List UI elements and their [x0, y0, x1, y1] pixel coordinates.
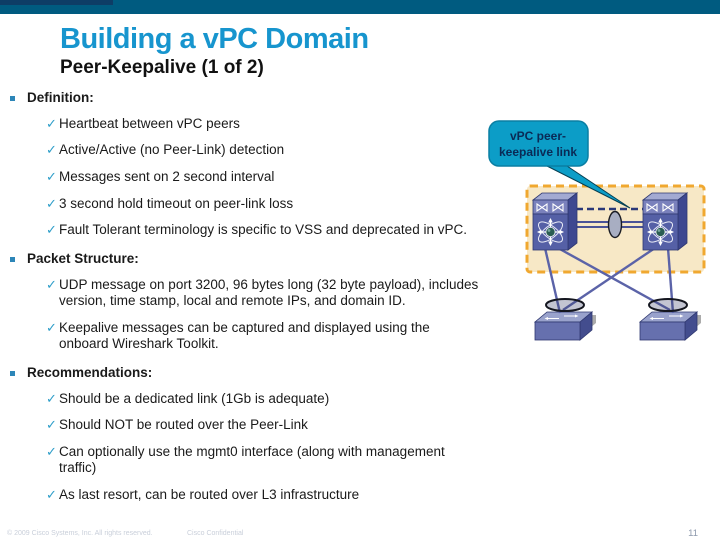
- access-switch-left-icon: [534, 311, 597, 341]
- square-bullet-icon: [10, 256, 15, 262]
- list-item: ✓Messages sent on 2 second interval: [46, 168, 275, 184]
- check-icon: ✓: [46, 142, 57, 158]
- slide-footer: © 2009 Cisco Systems, Inc. All rights re…: [0, 528, 720, 540]
- copyright-text: © 2009 Cisco Systems, Inc. All rights re…: [7, 530, 153, 537]
- page-number: 11: [688, 528, 698, 539]
- callout-text-line1: vPC peer-: [510, 129, 566, 143]
- slide-subtitle: Peer-Keepalive (1 of 2): [60, 56, 264, 78]
- check-icon: ✓: [46, 444, 57, 460]
- peer-link-port-channel-ellipse: [607, 210, 623, 239]
- vpc-diagram-svg: vPC peer- keepalive link: [488, 120, 706, 341]
- vpc-member-links: [543, 246, 675, 314]
- section-heading-definition: Definition:: [10, 90, 515, 105]
- callout-text-line2: keepalive link: [499, 145, 577, 159]
- list-item: ✓As last resort, can be routed over L3 i…: [46, 486, 360, 502]
- check-icon: ✓: [46, 417, 57, 433]
- check-icon: ✓: [46, 115, 57, 131]
- top-bar-accent: [0, 0, 113, 5]
- section-heading-recommendations: Recommendations:: [10, 365, 515, 380]
- callout-bubble: [488, 120, 589, 167]
- section-heading-packet-structure: Packet Structure:: [10, 251, 515, 266]
- square-bullet-icon: [10, 95, 15, 101]
- access-switch-right-icon: [639, 311, 702, 341]
- list-item: ✓Keepalive messages can be captured and …: [46, 319, 430, 351]
- list-item: ✓UDP message on port 3200, 96 bytes long…: [46, 276, 479, 309]
- port-channel-ellipse-left: [545, 298, 585, 312]
- check-icon: ✓: [46, 486, 57, 502]
- check-icon: ✓: [46, 168, 57, 184]
- vpc-peer-switch-right-icon: [642, 192, 688, 251]
- section-heading-label: Packet Structure:: [27, 251, 139, 267]
- port-channel-ellipse-right: [648, 298, 688, 312]
- top-bar: [0, 0, 720, 14]
- list-item: ✓Should be a dedicated link (1Gb is adeq…: [46, 390, 330, 406]
- bullet-content: Definition: ✓Heartbeat between vPC peers…: [0, 90, 515, 514]
- list-item: ✓Heartbeat between vPC peers: [46, 115, 240, 131]
- vpc-domain-diagram: vPC peer- keepalive link: [480, 110, 720, 360]
- list-item: ✓Fault Tolerant terminology is specific …: [46, 222, 467, 238]
- confidential-text: Cisco Confidential: [187, 530, 244, 537]
- check-icon: ✓: [46, 195, 57, 211]
- check-icon: ✓: [46, 276, 57, 292]
- slide-header: Building a vPC Domain Peer-Keepalive (1 …: [60, 23, 369, 79]
- section-heading-label: Definition:: [27, 90, 94, 105]
- square-bullet-icon: [10, 370, 15, 376]
- list-item: ✓Can optionally use the mgmt0 interface …: [46, 444, 445, 476]
- slide-title: Building a vPC Domain: [60, 23, 369, 55]
- list-item: ✓Active/Active (no Peer-Link) detection: [46, 142, 285, 158]
- vpc-peer-switch-left-icon: [532, 192, 578, 251]
- list-item: ✓3 second hold timeout on peer-link loss: [46, 195, 294, 211]
- list-item: ✓Should NOT be routed over the Peer-Link: [46, 417, 308, 433]
- check-icon: ✓: [46, 319, 57, 335]
- section-heading-label: Recommendations:: [27, 365, 153, 381]
- check-icon: ✓: [46, 222, 57, 238]
- check-icon: ✓: [46, 390, 57, 406]
